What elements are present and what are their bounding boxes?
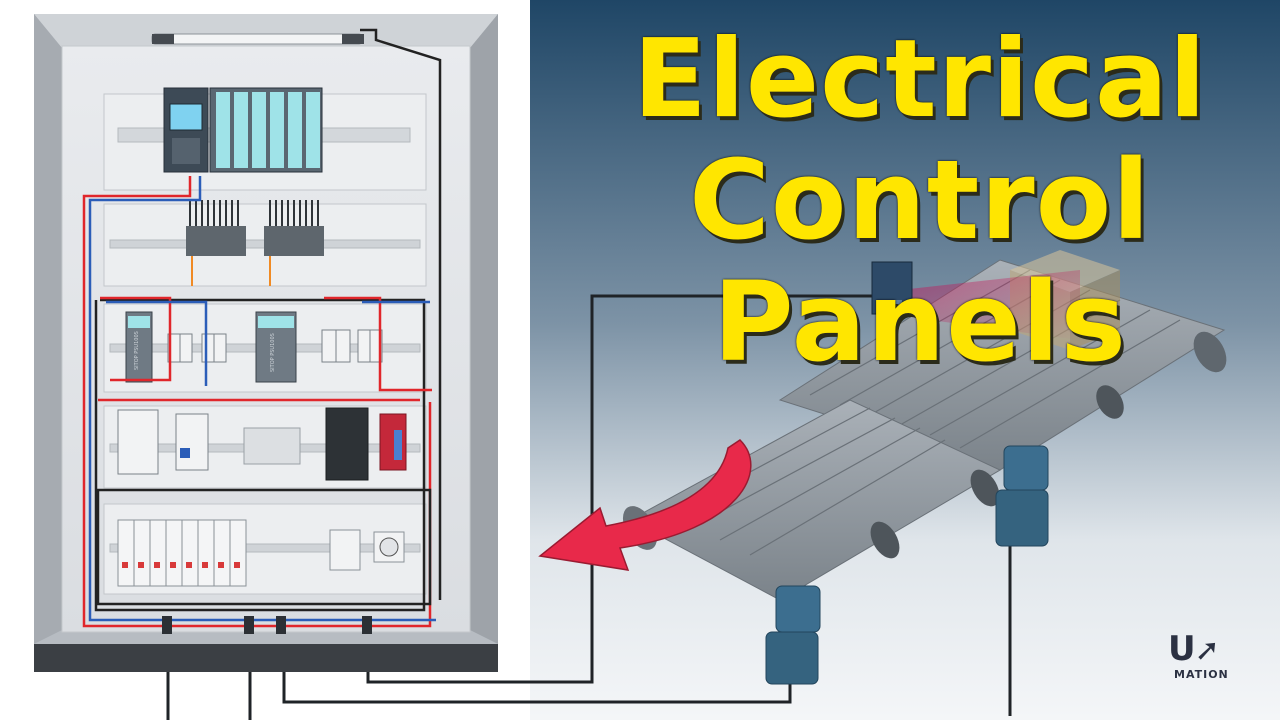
logo-arrow-icon: ➚: [1194, 633, 1220, 668]
gear-motor-icon: [765, 445, 1049, 685]
svg-text:SITOP PSU100S: SITOP PSU100S: [134, 331, 140, 370]
field-cables: [166, 294, 1012, 720]
circuit-breakers: [117, 519, 247, 587]
title-block: Electrical Control Panels: [560, 17, 1280, 386]
logo-letter: U: [1168, 629, 1196, 669]
panel-base: [34, 644, 498, 672]
title-line-1: Electrical: [633, 17, 1207, 142]
logo-mark: U➚: [1168, 632, 1244, 668]
title-line-3: Panels: [713, 258, 1127, 386]
power-supply-icon: SITOP PSU100S SITOP PSU100S: [125, 311, 297, 383]
terminal-blocks: [186, 200, 324, 286]
logo-wordmark: MATION: [1174, 668, 1229, 681]
title-line-2: Control: [689, 136, 1151, 264]
svg-text:SITOP PSU100S: SITOP PSU100S: [270, 333, 276, 372]
plc-module-icon: [163, 87, 323, 173]
relays-and-switch: [117, 407, 407, 481]
panel-wiring: [82, 28, 442, 628]
photo-sensor-icon: [871, 261, 1080, 340]
upmation-logo-icon: U➚ MATION: [1168, 632, 1244, 688]
control-panel: SITOP PSU100S SITOP PSU100S: [34, 14, 498, 672]
curved-arrow-icon: [538, 439, 752, 571]
